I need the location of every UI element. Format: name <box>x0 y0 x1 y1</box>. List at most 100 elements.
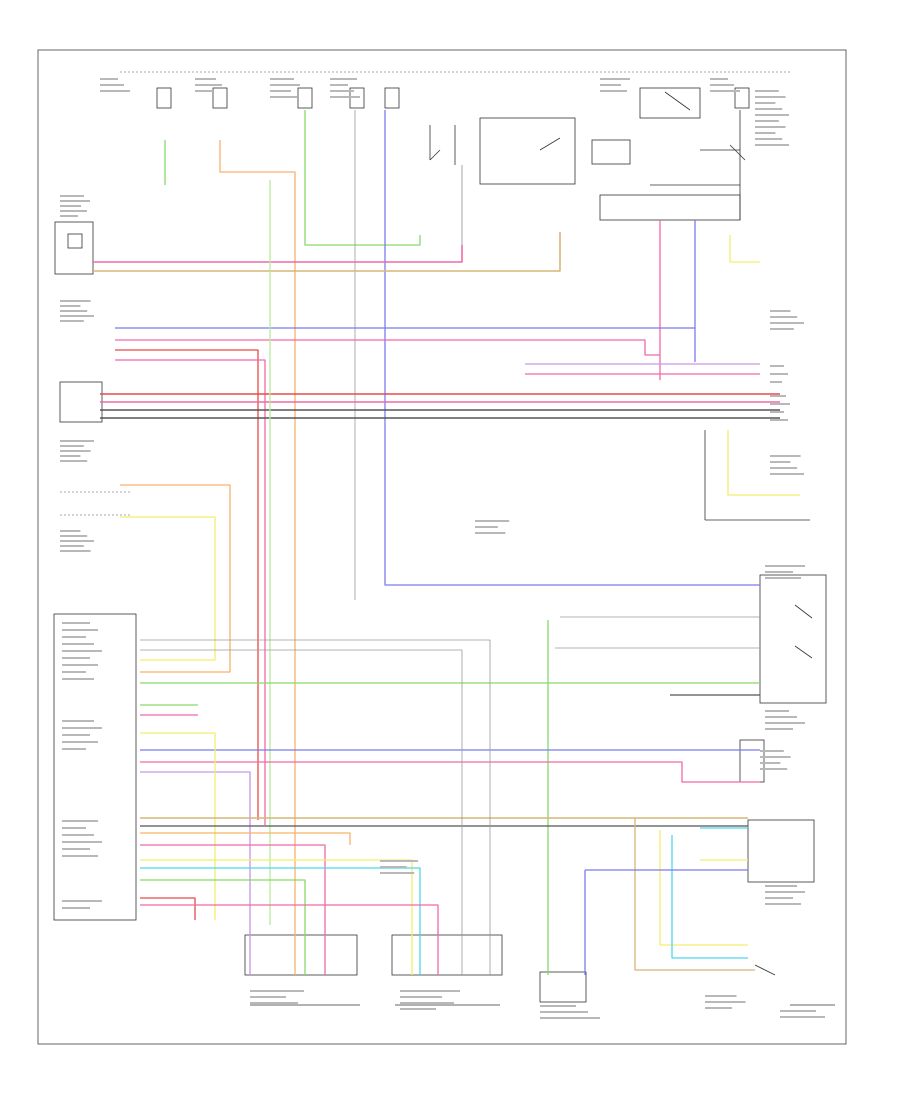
label-mark-2-1 <box>270 84 300 86</box>
label-mark-10-3 <box>60 545 84 547</box>
wire-violet-34 <box>140 771 251 975</box>
wire-cyan-41 <box>140 867 421 975</box>
label-mark-12-4 <box>62 748 86 750</box>
label-mark-8-3 <box>60 315 94 317</box>
wire-yellow-48 <box>659 830 748 946</box>
label-mark-27-1 <box>780 1016 825 1018</box>
label-mark-15-0 <box>770 310 791 312</box>
label-mark-21-2 <box>760 762 781 764</box>
label-mark-5-2 <box>710 90 740 92</box>
label-mark-21-3 <box>760 768 788 770</box>
label-mark-5-0 <box>710 78 728 80</box>
label-mark-12-2 <box>62 734 90 736</box>
wire-tan-7 <box>93 232 561 272</box>
label-mark-9-2 <box>60 450 91 452</box>
label-mark-11-2 <box>62 636 86 638</box>
label-mark-15-1 <box>770 316 798 318</box>
label-mark-18-3 <box>770 473 804 475</box>
label-mark-25-0 <box>540 1005 576 1007</box>
wire-yellow-40 <box>140 859 413 975</box>
label-mark-6-0 <box>755 90 779 92</box>
label-mark-6-8 <box>755 138 783 140</box>
label-mark-16-1 <box>770 373 788 375</box>
label-mark-16-0 <box>770 365 784 367</box>
label-mark-8-2 <box>60 310 88 312</box>
label-mark-2-2 <box>270 90 291 92</box>
label-mark-9-1 <box>60 445 84 447</box>
label-mark-17-3 <box>770 419 788 421</box>
wire-tan-47 <box>634 818 755 971</box>
label-mark-4-2 <box>600 90 627 92</box>
label-mark-0-1 <box>100 84 124 86</box>
label-mark-22-1 <box>765 891 805 893</box>
label-mark-27-0 <box>780 1010 816 1012</box>
label-mark-3-3 <box>330 96 360 98</box>
label-mark-17-0 <box>770 395 786 397</box>
label-mark-3-1 <box>330 84 348 86</box>
label-mark-0-0 <box>100 78 118 80</box>
label-mark-6-4 <box>755 114 789 116</box>
label-mark-6-7 <box>755 132 776 134</box>
label-mark-11-0 <box>62 622 90 624</box>
label-mark-13-5 <box>62 855 98 857</box>
label-mark-29-0 <box>380 860 418 862</box>
label-mark-19-0 <box>765 565 805 567</box>
label-mark-8-4 <box>60 320 84 322</box>
wire-pink-39 <box>140 844 326 975</box>
label-mark-7-4 <box>60 215 78 217</box>
label-mark-15-3 <box>770 328 794 330</box>
label-mark-9-0 <box>60 440 94 442</box>
label-mark-11-1 <box>62 629 98 631</box>
label-mark-4-0 <box>600 78 630 80</box>
label-mark-11-3 <box>62 643 94 645</box>
label-mark-11-7 <box>62 671 86 673</box>
wire-pink-44 <box>140 904 439 975</box>
diagram-border <box>37 49 847 1045</box>
label-mark-9-3 <box>60 455 81 457</box>
label-mark-18-2 <box>770 467 798 469</box>
label-mark-18-0 <box>770 455 801 457</box>
label-mark-21-1 <box>760 756 791 758</box>
label-mark-20-2 <box>765 722 805 724</box>
wire-green-42 <box>140 879 306 975</box>
label-mark-10-1 <box>60 535 88 537</box>
label-mark-24-3 <box>400 1008 436 1010</box>
label-mark-10-0 <box>60 530 81 532</box>
label-mark-14-1 <box>62 907 90 909</box>
label-mark-28-2 <box>475 532 506 534</box>
label-mark-12-0 <box>62 720 94 722</box>
label-mark-6-6 <box>755 126 786 128</box>
label-mark-29-2 <box>380 872 415 874</box>
label-mark-0-2 <box>100 90 130 92</box>
label-mark-12-3 <box>62 741 98 743</box>
wire-orange-22 <box>120 484 231 673</box>
label-mark-11-4 <box>62 650 102 652</box>
label-mark-13-3 <box>62 841 102 843</box>
label-mark-28-0 <box>475 520 510 522</box>
label-mark-8-1 <box>60 305 81 307</box>
label-mark-28-1 <box>475 526 498 528</box>
label-mark-3-2 <box>330 90 354 92</box>
label-mark-26-0 <box>705 995 737 997</box>
label-mark-20-3 <box>765 728 793 730</box>
wire-cyan-49 <box>671 835 748 959</box>
label-mark-6-3 <box>755 108 783 110</box>
label-mark-23-0 <box>250 990 304 992</box>
wire-pink-12 <box>115 339 660 356</box>
label-mark-25-2 <box>540 1017 600 1019</box>
label-mark-26-2 <box>705 1007 732 1009</box>
label-mark-20-1 <box>765 716 797 718</box>
label-mark-24-0 <box>400 990 460 992</box>
wire-yellow-10 <box>729 235 760 263</box>
label-mark-7-2 <box>60 205 81 207</box>
wire-yellow-35 <box>140 732 216 920</box>
label-mark-6-2 <box>755 102 776 104</box>
control-module-box <box>53 613 137 921</box>
label-mark-29-1 <box>380 866 407 868</box>
label-mark-23-2 <box>250 1002 298 1004</box>
label-mark-11-6 <box>62 664 98 666</box>
right-components <box>704 430 827 976</box>
label-mark-20-0 <box>765 710 789 712</box>
label-mark-19-2 <box>765 577 801 579</box>
wire-gray-45 <box>140 639 491 975</box>
